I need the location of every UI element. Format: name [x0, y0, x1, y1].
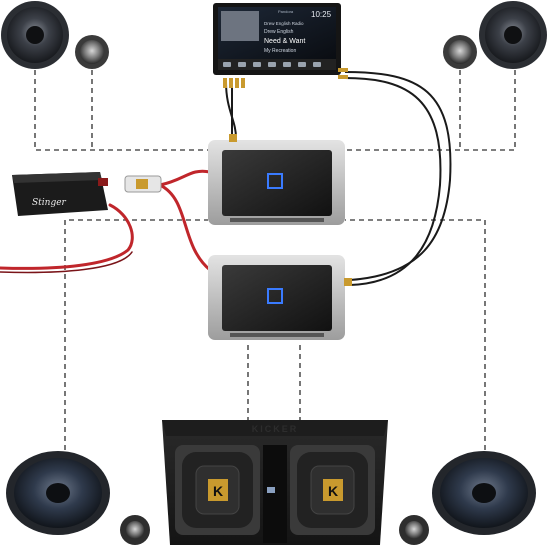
- wire-front-left: [34, 70, 208, 151]
- fuse-holder: [124, 175, 162, 193]
- front-left-woofer: [1, 1, 69, 69]
- head-unit-status: Pandora: [278, 9, 294, 14]
- control-button[interactable]: [253, 62, 261, 67]
- power-wire-to-amp-1: [158, 169, 212, 187]
- rear-right-tweeter: [399, 515, 429, 545]
- rca-cables: [225, 71, 452, 286]
- rca-head-to-amp-2b: [344, 77, 442, 286]
- amp-led: [267, 173, 283, 189]
- center-port: [263, 445, 287, 543]
- head-unit[interactable]: Pandora 10:25 Drew English Radio Drew En…: [213, 3, 348, 88]
- front-right-woofer: [479, 1, 547, 69]
- rca-head-to-amp-1b: [225, 81, 237, 139]
- front-right-tweeter: [443, 35, 477, 69]
- ground-wire: [0, 251, 133, 274]
- subwoofer-right: K: [290, 445, 375, 535]
- amp-led: [267, 288, 283, 304]
- subwoofer-enclosure: KICKER K K: [162, 420, 388, 545]
- control-button[interactable]: [313, 62, 321, 67]
- power-wire-to-amp-2: [158, 183, 212, 272]
- wire-rear-left: [64, 219, 208, 450]
- amplifier-1: [208, 134, 345, 225]
- head-unit-header: Drew English Radio: [264, 21, 304, 26]
- head-unit-song-title: Need & Want: [264, 38, 305, 45]
- control-button[interactable]: [268, 62, 276, 67]
- head-unit-rca-plugs: [223, 68, 348, 88]
- control-button[interactable]: [223, 62, 231, 67]
- stinger-distribution-block: Stinger: [12, 172, 108, 216]
- rca-head-to-amp-2: [344, 71, 452, 281]
- amplifier-2: [208, 255, 352, 340]
- amp-processor-brand: Stinger: [32, 198, 67, 208]
- rca-input-connector: [344, 278, 352, 286]
- head-unit-artist: Drew English: [264, 29, 294, 35]
- speaker-wires: [34, 70, 516, 450]
- rear-left-coaxial-speaker: [6, 451, 110, 535]
- woofer-badge: K: [213, 483, 223, 499]
- woofer-badge: K: [328, 483, 338, 499]
- wire-front-right: [345, 70, 516, 151]
- head-unit-controls[interactable]: [218, 59, 336, 70]
- control-button[interactable]: [283, 62, 291, 67]
- power-wires: [0, 169, 212, 274]
- subwoofer-left: K: [175, 445, 260, 535]
- control-button[interactable]: [298, 62, 306, 67]
- front-left-tweeter: [75, 35, 109, 69]
- rear-right-coaxial-speaker: [432, 451, 536, 535]
- album-art: [221, 11, 259, 41]
- head-unit-time: 10:25: [311, 10, 332, 19]
- power-wire-main: [0, 203, 134, 270]
- wire-rear-right: [345, 219, 486, 450]
- control-button[interactable]: [238, 62, 246, 67]
- rca-input-connector: [229, 134, 237, 142]
- rear-left-tweeter: [120, 515, 150, 545]
- head-unit-station: My Recreation: [264, 48, 296, 54]
- subwoofer-box-brand: KICKER: [252, 424, 299, 434]
